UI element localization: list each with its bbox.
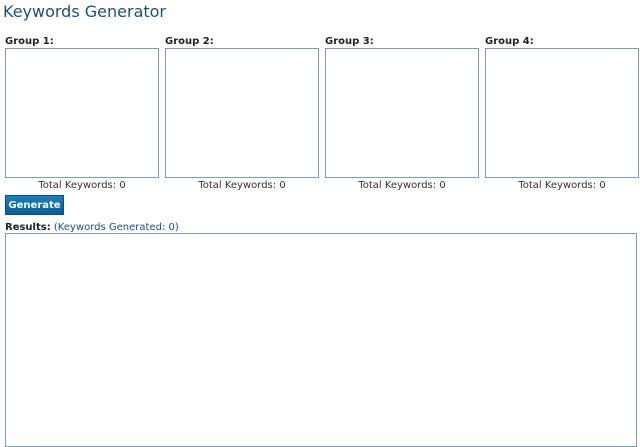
results-header: Results: (Keywords Generated: 0)	[5, 222, 179, 233]
group-4: Group 4: Total Keywords: 0	[485, 36, 639, 191]
total-keywords: Total Keywords: 0	[518, 180, 606, 191]
group-2-input[interactable]	[165, 48, 319, 178]
total-keywords: Total Keywords: 0	[38, 180, 126, 191]
page-title: Keywords Generator	[3, 2, 167, 21]
results-label: Results:	[5, 222, 51, 233]
group-label: Group 1:	[5, 36, 54, 47]
group-label: Group 2:	[165, 36, 214, 47]
group-3-input[interactable]	[325, 48, 479, 178]
group-2: Group 2: Total Keywords: 0	[165, 36, 319, 191]
group-label: Group 3:	[325, 36, 374, 47]
group-1-input[interactable]	[5, 48, 159, 178]
group-label: Group 4:	[485, 36, 534, 47]
keywords-generated-count: (Keywords Generated: 0)	[53, 222, 179, 233]
group-1: Group 1: Total Keywords: 0	[5, 36, 159, 191]
generate-button[interactable]: Generate	[5, 195, 64, 215]
group-3: Group 3: Total Keywords: 0	[325, 36, 479, 191]
group-4-input[interactable]	[485, 48, 639, 178]
total-keywords: Total Keywords: 0	[358, 180, 446, 191]
total-keywords: Total Keywords: 0	[198, 180, 286, 191]
results-output[interactable]	[5, 233, 637, 447]
